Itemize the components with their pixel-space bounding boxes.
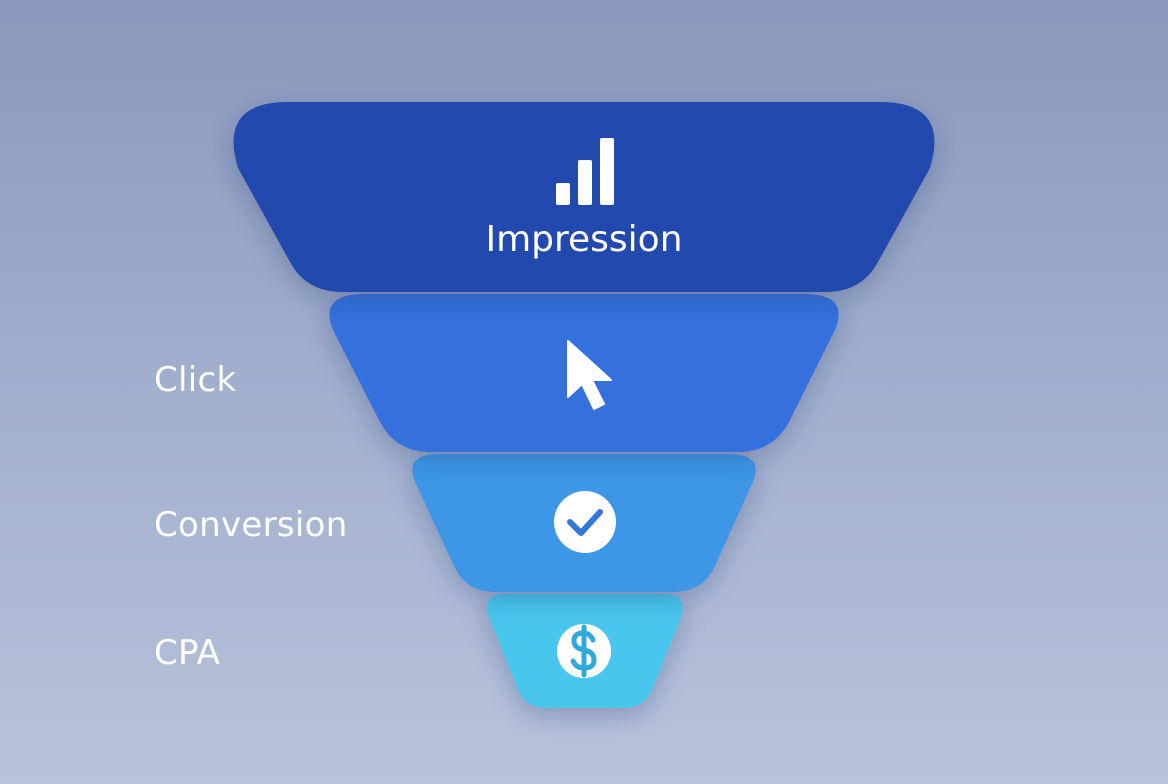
check-circle-icon xyxy=(554,491,616,553)
stage-label-click: Click xyxy=(154,360,237,400)
stage-label-cpa: CPA xyxy=(154,633,221,673)
stage-label-conversion: Conversion xyxy=(154,505,348,545)
dollar-circle-icon xyxy=(557,624,611,678)
stage-label-impression: Impression xyxy=(485,219,683,260)
cursor-icon xyxy=(567,340,612,410)
bar-chart-icon xyxy=(556,138,614,205)
